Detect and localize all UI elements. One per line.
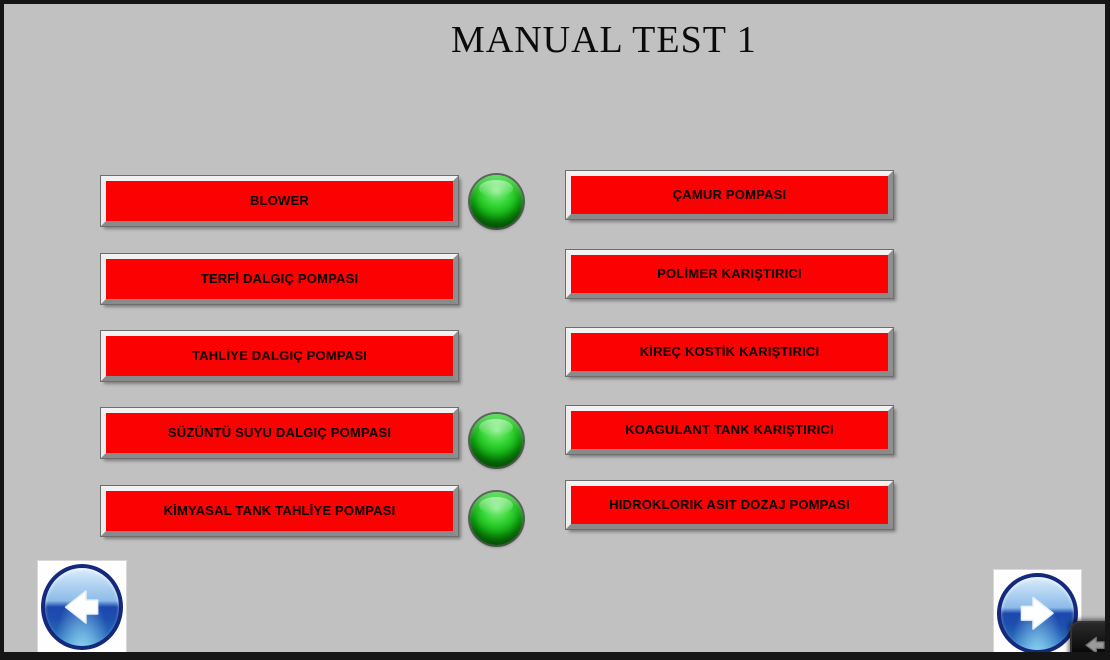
button-label: BLOWER xyxy=(250,193,309,209)
button-tahliye-dalgic-pompasi[interactable]: TAHLİYE DALGIÇ POMPASI xyxy=(101,331,458,381)
arrow-left-icon xyxy=(41,564,123,650)
button-koagulant-tank-karistirici[interactable]: KOAGULANT TANK KARIŞTIRICI xyxy=(566,406,893,454)
button-suzuntu-suyu-dalgic-pompasi[interactable]: SÜZÜNTÜ SUYU DALGIÇ POMPASI xyxy=(101,408,458,458)
status-led-kimyasal-pompasi xyxy=(470,492,523,545)
status-led-blower xyxy=(470,175,523,228)
button-label: SÜZÜNTÜ SUYU DALGIÇ POMPASI xyxy=(167,425,392,441)
button-polimer-karistirici[interactable]: POLİMER KARIŞTIRICI xyxy=(566,250,893,298)
button-terfi-dalgic-pompasi[interactable]: TERFİ DALGIÇ POMPASI xyxy=(101,254,458,304)
nav-forward-button[interactable] xyxy=(993,569,1082,652)
button-kirec-kostik-karistirici[interactable]: KİREÇ KOSTİK KARIŞTIRICI xyxy=(566,328,893,376)
button-label: HIDROKLORIK ASIT DOZAJ POMPASI xyxy=(609,497,850,513)
button-label: POLİMER KARIŞTIRICI xyxy=(657,266,802,282)
nav-back-button[interactable] xyxy=(37,560,127,652)
arrow-right-icon xyxy=(997,573,1078,652)
button-camur-pompasi[interactable]: ÇAMUR POMPASI xyxy=(566,171,893,219)
button-label: ÇAMUR POMPASI xyxy=(672,187,787,203)
arrow-left-icon xyxy=(1072,623,1105,652)
button-kimyasal-tank-tahliye-pompasi[interactable]: KİMYASAL TANK TAHLİYE POMPASI xyxy=(101,486,458,536)
button-label: KİREÇ KOSTİK KARIŞTIRICI xyxy=(639,344,820,360)
button-hidroklorik-asit-dozaj-pompasi[interactable]: HIDROKLORIK ASIT DOZAJ POMPASI xyxy=(566,481,893,529)
page-title: MANUAL TEST 1 xyxy=(451,19,757,61)
button-label: KİMYASAL TANK TAHLİYE POMPASI xyxy=(163,503,396,519)
button-label: KOAGULANT TANK KARIŞTIRICI xyxy=(625,422,834,438)
button-label: TAHLİYE DALGIÇ POMPASI xyxy=(191,348,368,364)
status-led-suzuntu-pompasi xyxy=(470,414,523,467)
button-blower[interactable]: BLOWER xyxy=(101,176,458,226)
corner-overlay-button[interactable] xyxy=(1070,621,1105,652)
button-label: TERFİ DALGIÇ POMPASI xyxy=(200,271,359,287)
